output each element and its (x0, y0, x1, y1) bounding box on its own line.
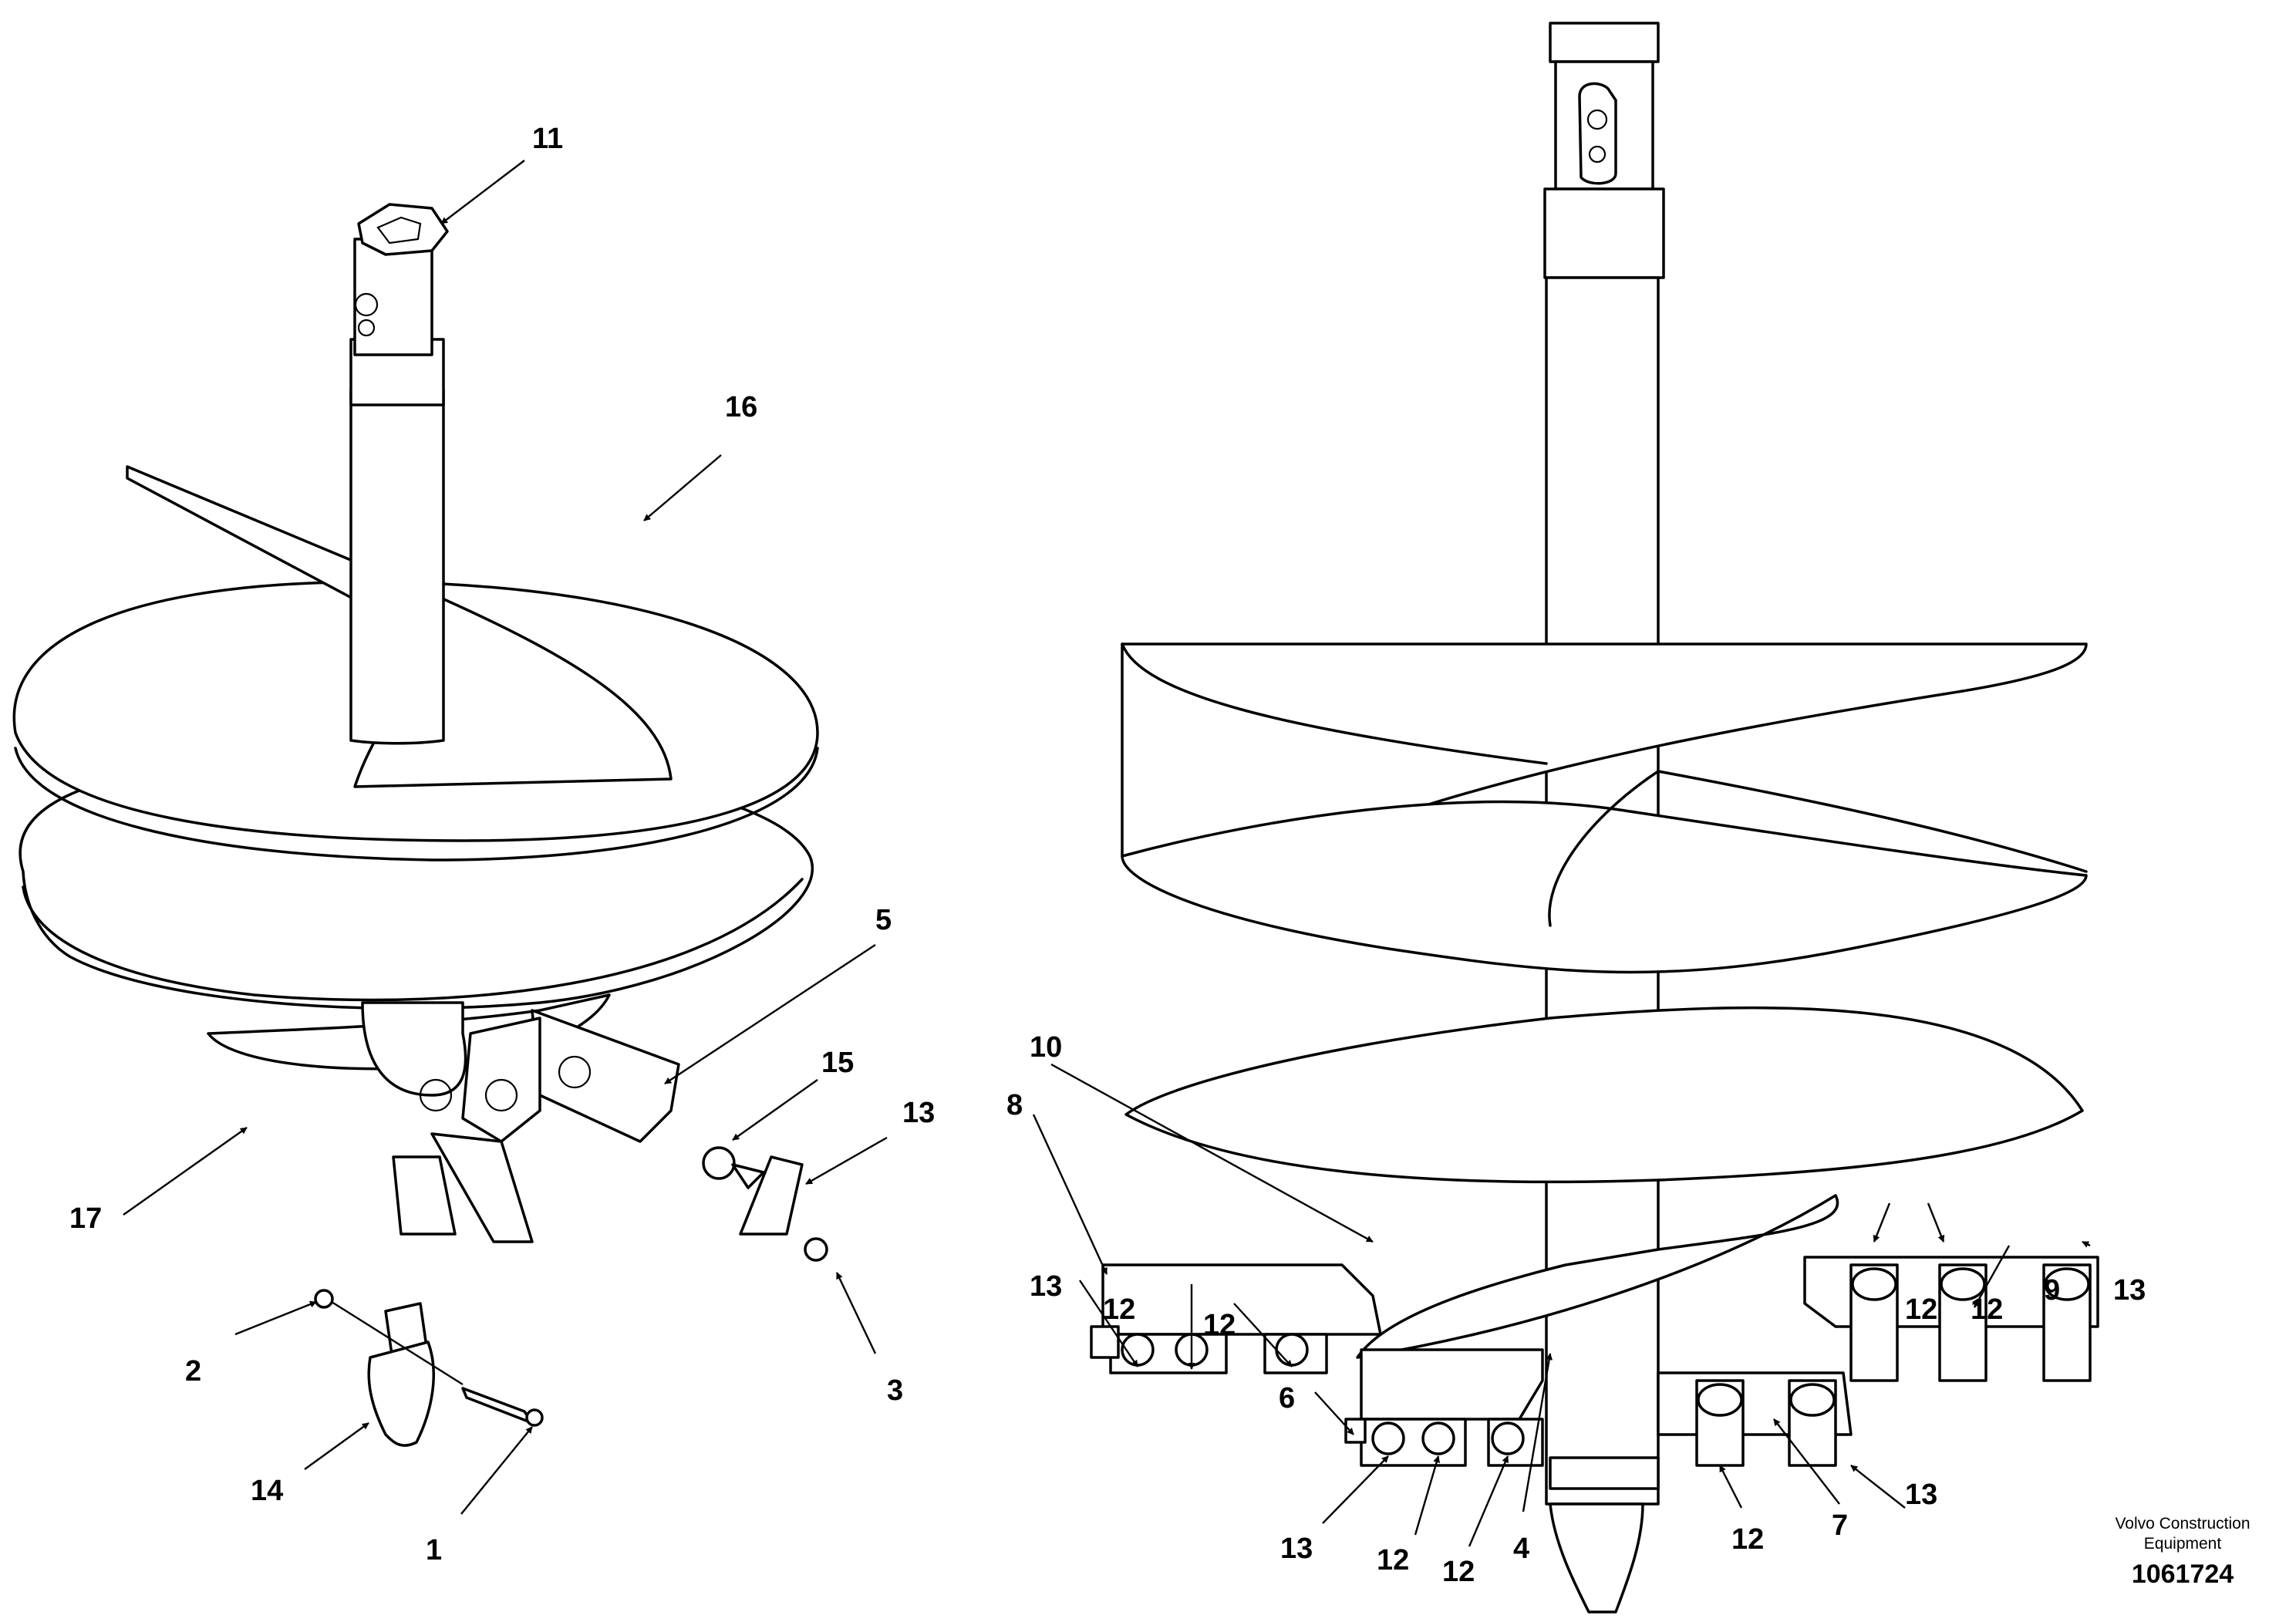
callout-12: 12 (1103, 1293, 1135, 1326)
pin-part-15 (702, 1146, 736, 1180)
callout-7: 7 (1832, 1509, 1848, 1542)
brand-line-2: Equipment (2144, 1535, 2222, 1553)
callout-12: 12 (1905, 1293, 1937, 1326)
callout-11: 11 (532, 123, 563, 155)
nut-part-3 (804, 1237, 828, 1262)
callout-6: 6 (1279, 1382, 1295, 1415)
callout-4: 4 (1513, 1533, 1529, 1565)
callout-10: 10 (1030, 1031, 1062, 1064)
callout-12: 12 (1442, 1556, 1475, 1588)
callout-1: 1 (426, 1534, 442, 1566)
callout-labels: 11 16 5 17 15 13 3 2 14 1 10 8 13 12 12 … (69, 123, 2146, 1588)
leader-lines (123, 160, 2091, 1547)
callout-12: 12 (1971, 1293, 2003, 1326)
footer-block: Volvo Construction Equipment 1061724 (2115, 1515, 2250, 1589)
tooth-part-13 (739, 1155, 804, 1236)
callout-17: 17 (69, 1202, 102, 1235)
callout-13: 13 (1030, 1270, 1062, 1303)
auger-isometric-view (12, 203, 819, 1243)
tooth-assembly-exploded (314, 1146, 828, 1447)
pin-part-1 (461, 1387, 534, 1425)
callout-3: 3 (887, 1374, 903, 1407)
callout-15: 15 (821, 1047, 854, 1079)
auger-front-view (1090, 22, 2099, 1614)
tooth-part-14 (367, 1340, 435, 1447)
callout-12: 12 (1377, 1544, 1409, 1576)
callout-12: 12 (1731, 1523, 1764, 1556)
callout-12: 12 (1203, 1309, 1236, 1341)
nut-part-2 (314, 1289, 334, 1309)
callout-9: 9 (2044, 1274, 2060, 1307)
callout-13: 13 (902, 1097, 935, 1129)
callout-8: 8 (1006, 1089, 1023, 1121)
callout-16: 16 (725, 391, 757, 423)
document-number: 1061724 (2132, 1560, 2234, 1589)
callout-13: 13 (1905, 1479, 1937, 1511)
callout-13: 13 (1280, 1533, 1313, 1565)
brand-line-1: Volvo Construction (2115, 1515, 2250, 1533)
callout-13: 13 (2113, 1274, 2146, 1307)
callout-2: 2 (185, 1355, 201, 1388)
callout-14: 14 (251, 1475, 283, 1507)
callout-5: 5 (875, 904, 892, 936)
